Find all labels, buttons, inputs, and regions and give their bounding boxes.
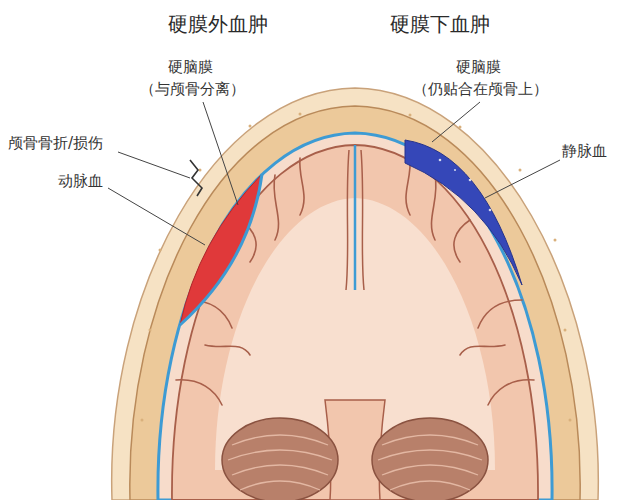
structure-label: 颅骨骨折/损伤	[8, 134, 103, 152]
structure-label: （与颅骨分离）	[140, 80, 245, 98]
structure-label: 硬脑膜	[456, 58, 501, 76]
detached-dura	[180, 174, 262, 325]
leader-lines	[108, 102, 560, 245]
structure-label: 硬脑膜	[168, 58, 213, 76]
cerebellum	[222, 418, 488, 500]
structure-label: 动脉血	[58, 172, 103, 190]
structure-label: （仍贴合在颅骨上）	[413, 80, 548, 98]
structure-label: 静脉血	[562, 142, 607, 160]
epidural-hematoma	[180, 174, 262, 325]
skull	[130, 106, 580, 500]
heading: 硬膜下血肿	[390, 12, 490, 36]
skull-fracture	[190, 160, 202, 196]
dura-mater	[158, 133, 552, 500]
subdural-hematoma	[405, 140, 522, 285]
scalp	[112, 88, 599, 500]
heading: 硬膜外血肿	[168, 12, 268, 36]
